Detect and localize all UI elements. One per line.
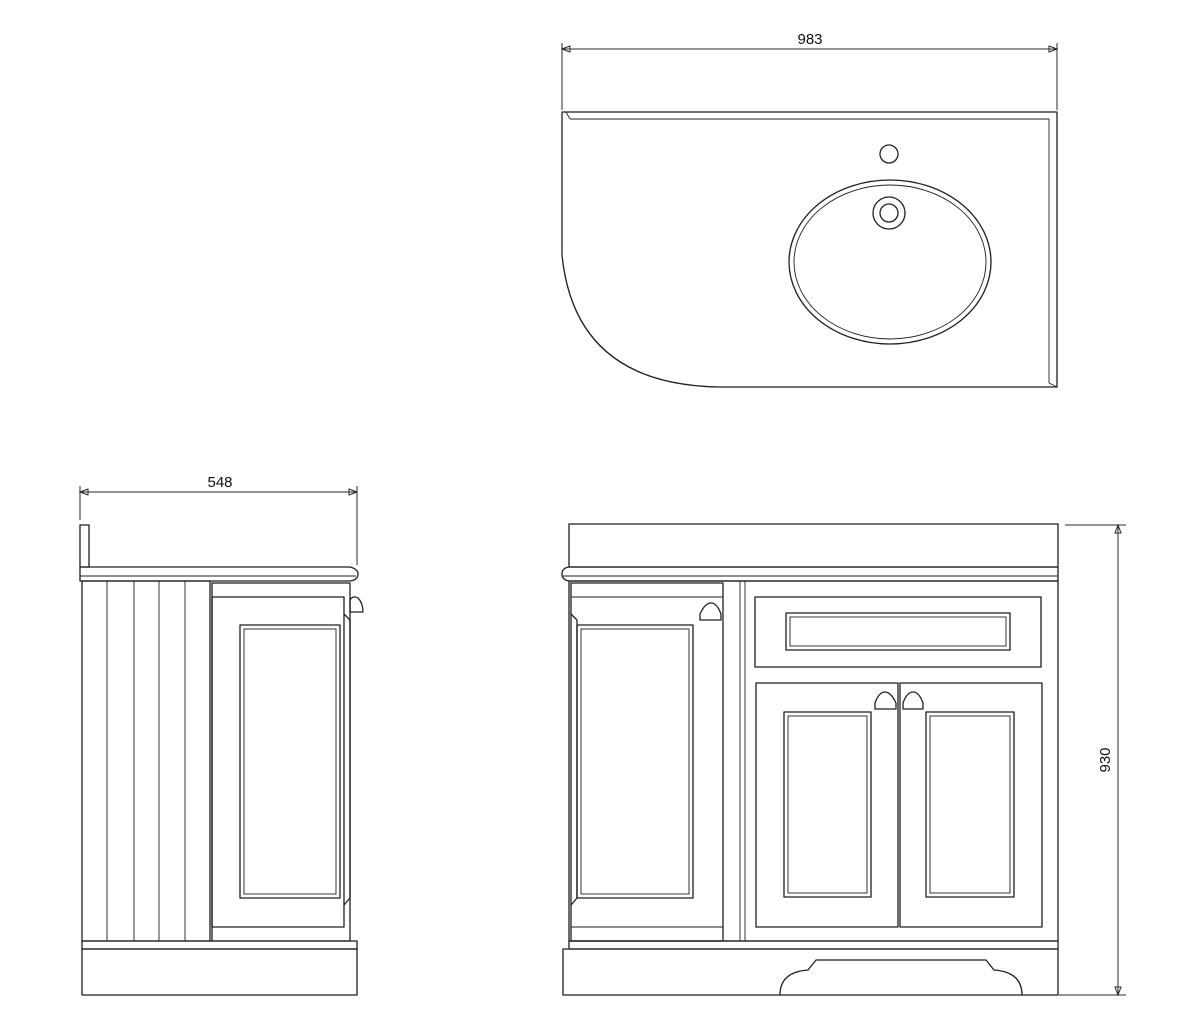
front-door-left-panel xyxy=(783,711,872,898)
top-width-dimension: 983 xyxy=(560,31,1059,110)
side-handle xyxy=(349,596,364,613)
front-drawer xyxy=(754,596,1042,668)
side-panel-frame xyxy=(211,596,345,928)
side-view: 548 xyxy=(78,474,364,996)
front-height-dimension: 930 xyxy=(1059,523,1126,997)
side-carcass xyxy=(81,580,211,942)
front-drawer-panel xyxy=(785,612,1011,651)
side-inset-panel xyxy=(239,624,341,899)
front-carcass xyxy=(568,580,1059,942)
front-door-right-panel xyxy=(925,711,1015,898)
front-door-left xyxy=(755,682,899,928)
countertop-outline xyxy=(561,111,1058,388)
front-door-right-handle xyxy=(902,691,924,710)
tap-hole xyxy=(879,144,899,164)
front-height-label: 930 xyxy=(1097,747,1114,772)
top-view: 983 xyxy=(560,31,1059,388)
waste-inner xyxy=(879,203,899,223)
side-depth-label: 548 xyxy=(207,474,232,491)
front-worktop xyxy=(561,566,1059,582)
basin-outer xyxy=(788,179,992,345)
basin-inner xyxy=(793,184,987,340)
front-view: 930 xyxy=(561,523,1126,997)
front-upstand xyxy=(568,523,1059,568)
side-worktop xyxy=(79,566,359,582)
top-width-label: 983 xyxy=(797,31,822,48)
side-panel xyxy=(211,582,351,942)
front-plinth-cutout xyxy=(779,959,1023,996)
waste-outer xyxy=(872,196,906,230)
upstand-line xyxy=(570,118,1050,383)
side-upstand xyxy=(79,524,90,568)
side-depth-dimension: 548 xyxy=(78,474,359,565)
front-plinth xyxy=(562,948,1059,996)
front-left-door xyxy=(570,582,724,942)
front-left-handle xyxy=(699,602,722,621)
side-plinth-top xyxy=(81,940,358,950)
side-plinth xyxy=(81,948,358,996)
front-door-left-handle xyxy=(874,691,897,710)
front-left-door-panel xyxy=(576,624,694,899)
front-plinth-top xyxy=(568,940,1059,950)
front-door-right xyxy=(899,682,1043,928)
